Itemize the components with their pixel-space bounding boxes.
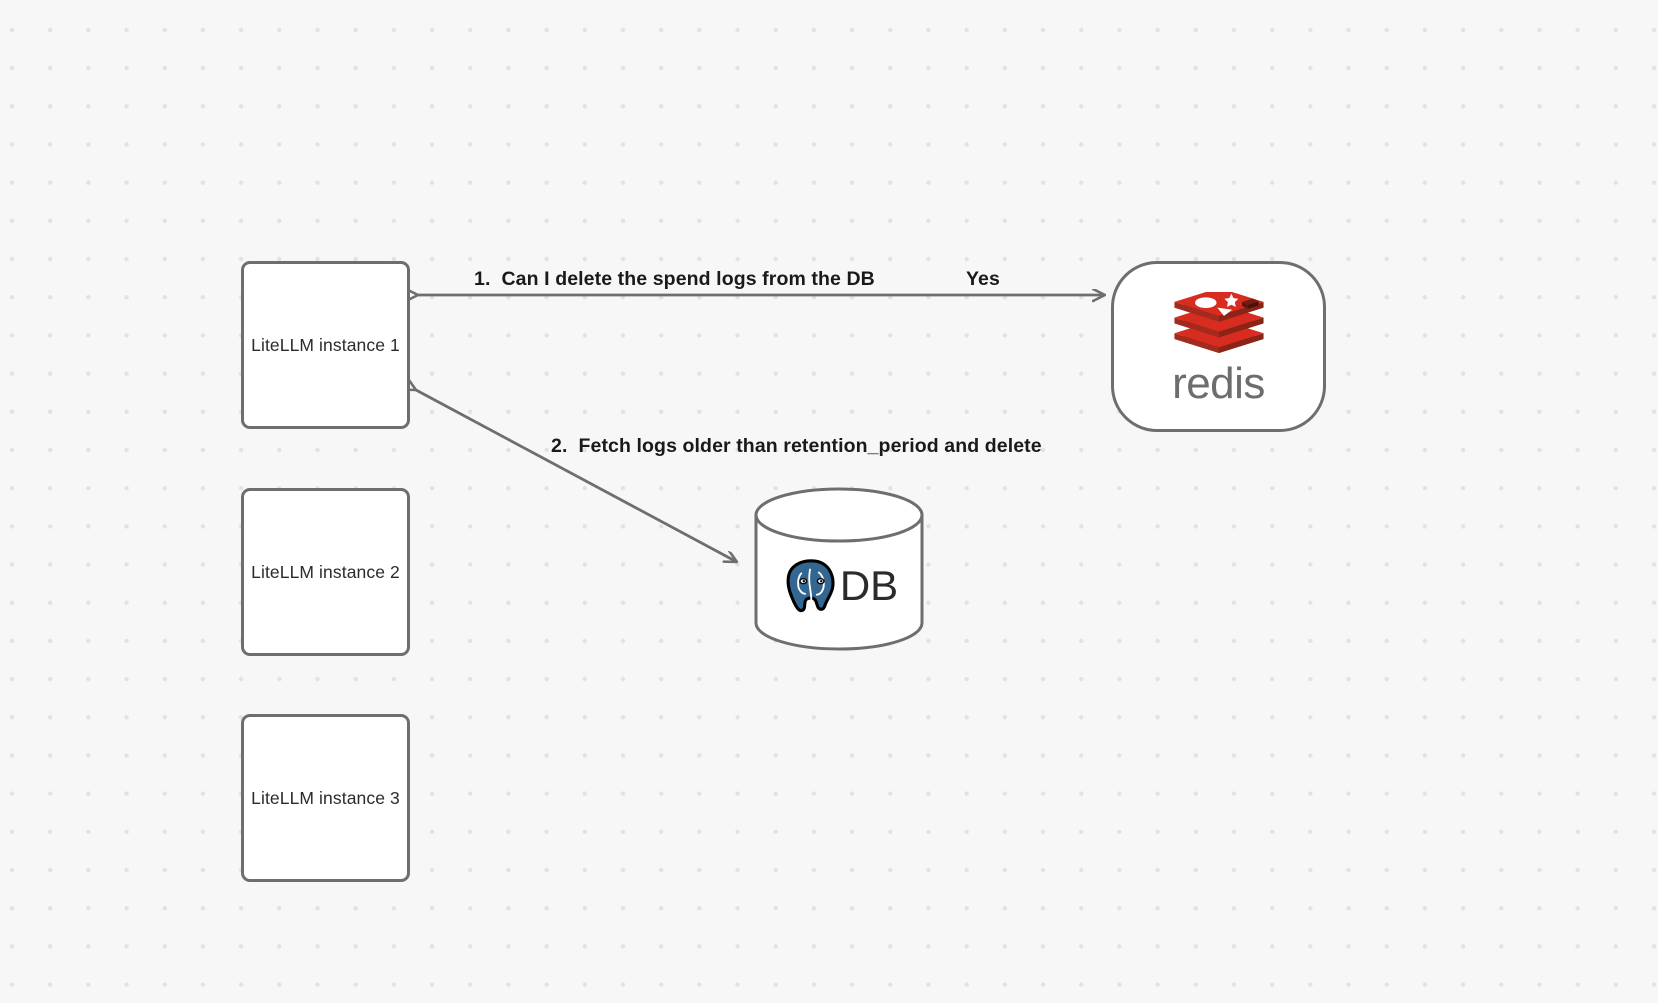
edge-label-yes: Yes <box>966 268 1000 290</box>
node-litellm-instance-2[interactable]: LiteLLM instance 2 <box>241 488 410 656</box>
node-redis[interactable]: redis <box>1111 261 1326 432</box>
redis-logo-icon <box>1168 287 1270 358</box>
node-litellm-instance-3[interactable]: LiteLLM instance 3 <box>241 714 410 882</box>
postgresql-elephant-icon <box>786 559 835 613</box>
node-litellm-instance-1[interactable]: LiteLLM instance 1 <box>241 261 410 429</box>
edge-label-delete-spend-logs: 1. Can I delete the spend logs from the … <box>474 268 875 290</box>
node-litellm-instance-2-label: LiteLLM instance 2 <box>251 561 400 582</box>
node-litellm-instance-3-label: LiteLLM instance 3 <box>251 787 400 808</box>
node-litellm-instance-1-label: LiteLLM instance 1 <box>251 334 400 355</box>
database-label: DB <box>839 562 899 609</box>
database-cylinder-shape <box>754 487 924 651</box>
redis-wordmark: redis <box>1172 358 1265 408</box>
node-database[interactable]: DB <box>753 487 925 651</box>
edge-label-fetch-logs: 2. Fetch logs older than retention_perio… <box>551 435 1042 457</box>
